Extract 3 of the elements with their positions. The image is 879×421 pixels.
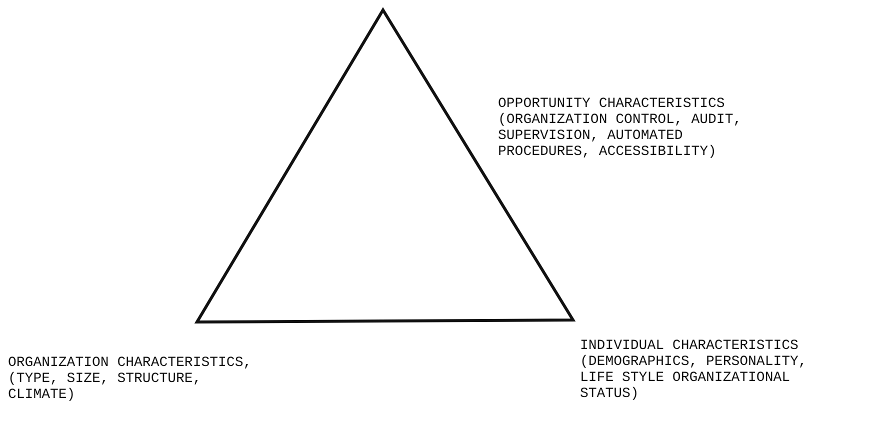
corner-label: INDIVIDUAL CHARACTERISTICS (DEMOGRAPHICS, PERSONALITY, LIFE STYLE ORGANIZATIONAL STATUS): [580, 338, 808, 402]
corner-label: OPPORTUNITY CHARACTERISTICS (ORGANIZATION CONTROL, AUDIT, SUPERVISION, AUTOMATED PROCEDURES, ACCESSIBILITY): [498, 96, 743, 160]
corner-label: ORGANIZATION CHARACTERISTICS, (TYPE, SIZE, STRUCTURE, CLIMATE): [8, 355, 253, 403]
